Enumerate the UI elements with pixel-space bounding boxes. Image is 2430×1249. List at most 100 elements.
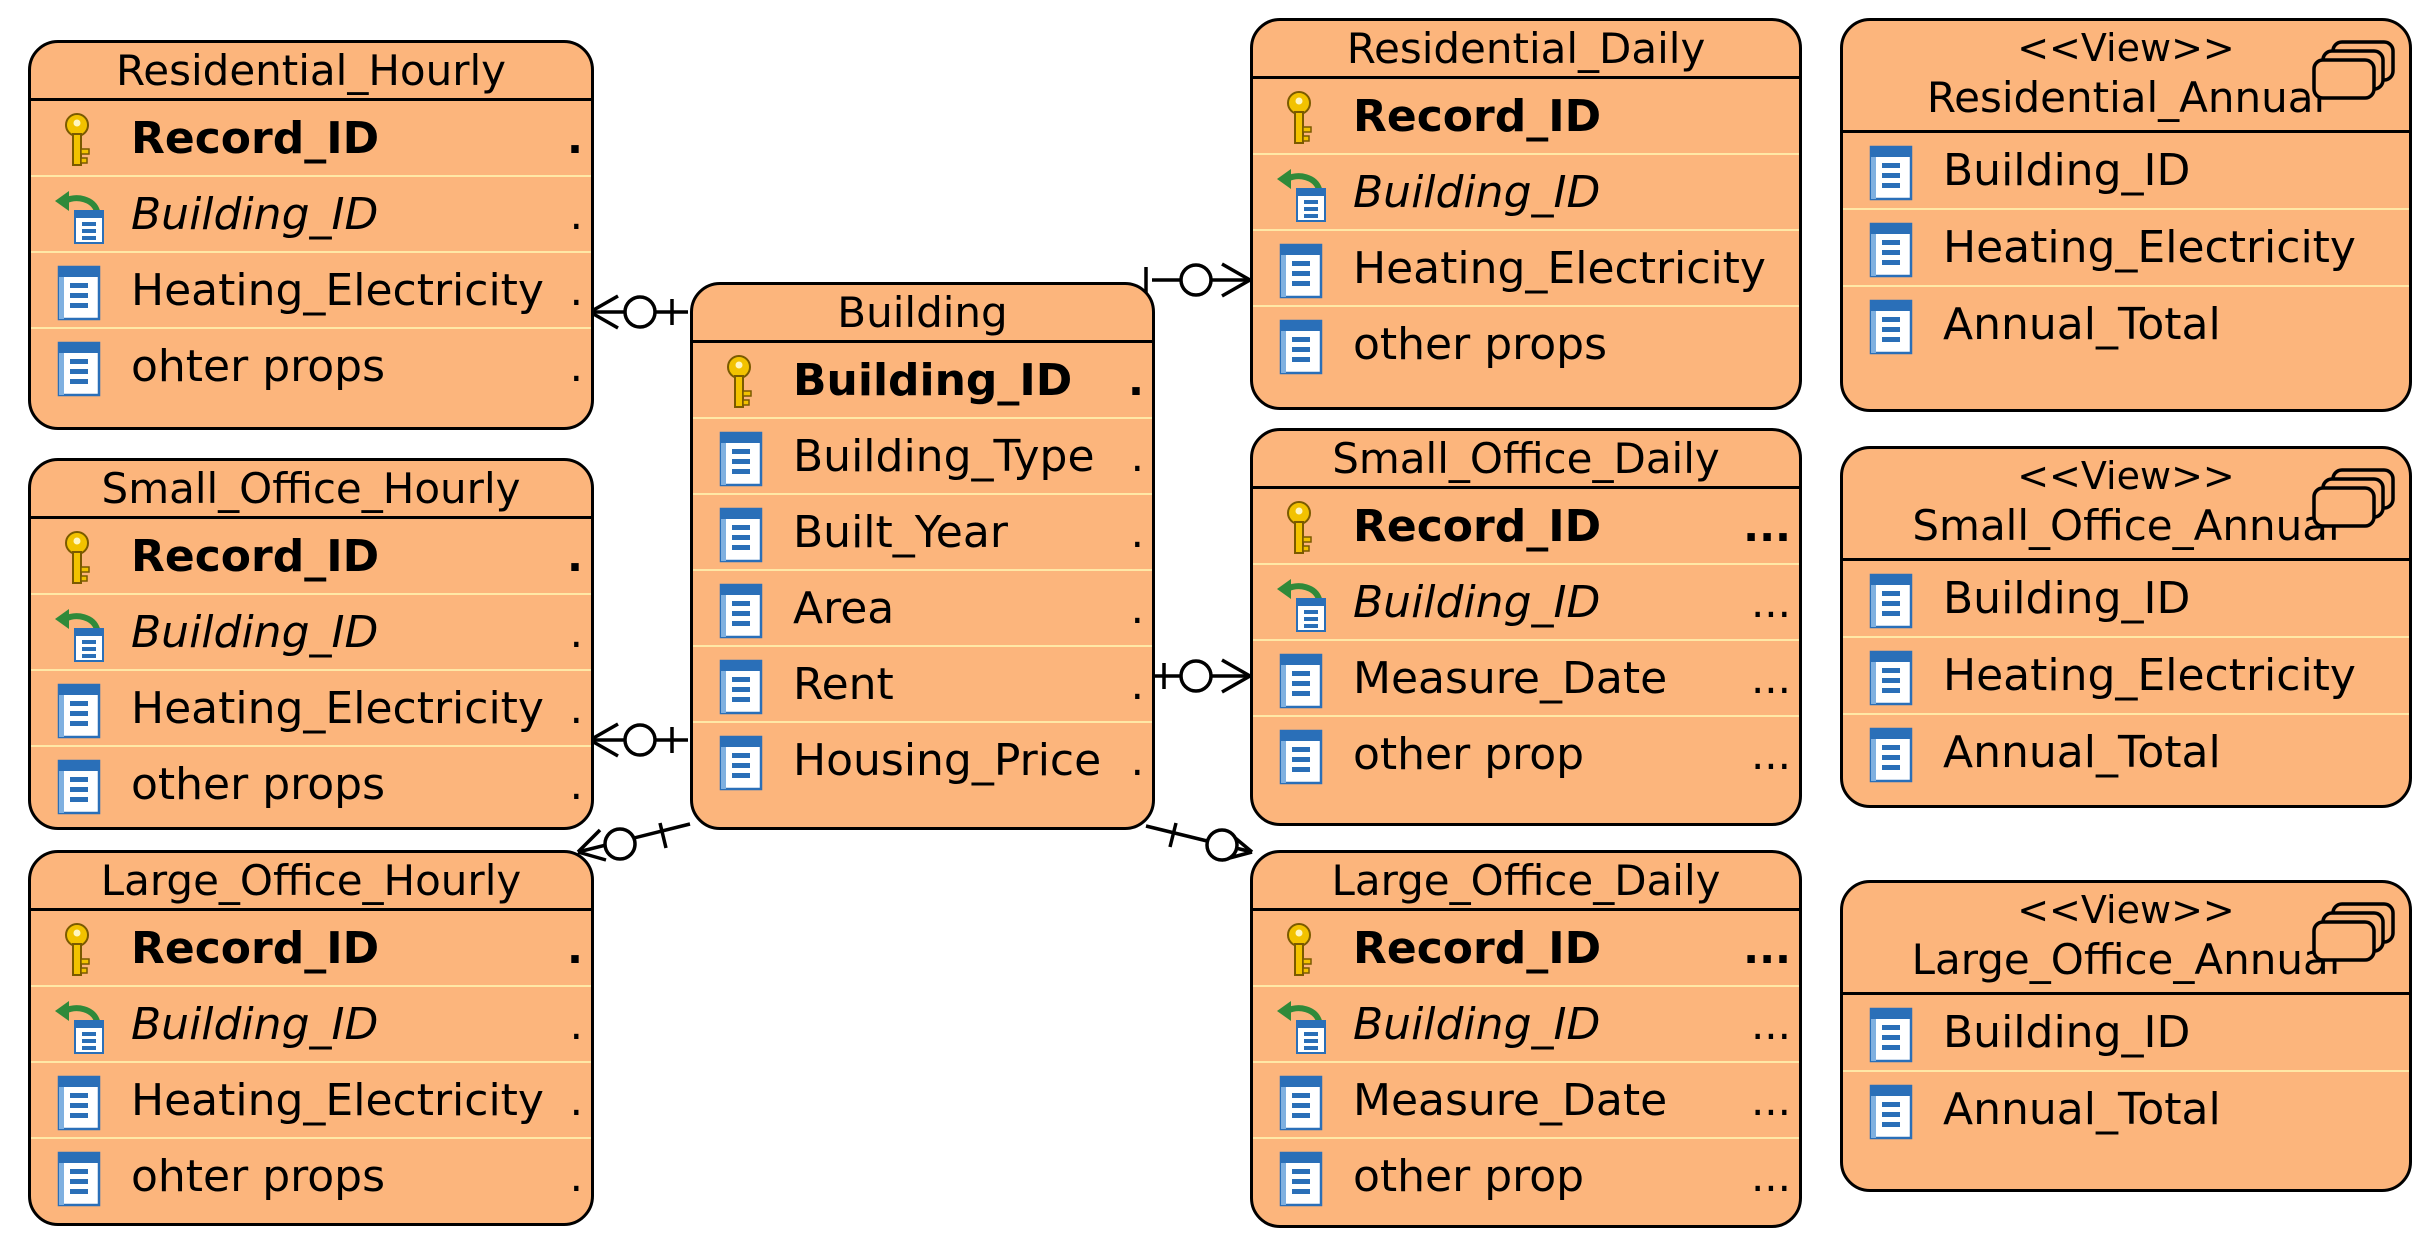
attribute-name: Building_Type — [793, 431, 1095, 482]
attribute-name: other prop — [1353, 1151, 1585, 1202]
rel-residential-hourly — [589, 294, 688, 330]
column-icon — [1275, 317, 1331, 375]
column-icon — [53, 263, 109, 321]
attribute-name: Area — [793, 583, 895, 634]
attribute-type-ellipsis: . — [569, 1000, 583, 1049]
attribute-type-ellipsis: . — [1128, 356, 1144, 405]
attribute-row-heating-electricity[interactable]: Heating_Electricity. — [31, 253, 591, 329]
attribute-row-annual-total[interactable]: Annual_Total — [1843, 715, 2409, 792]
attribute-type-ellipsis: . — [567, 114, 583, 163]
attribute-name: Building_ID — [1353, 577, 1601, 628]
attribute-row-measure-date[interactable]: Measure_Date... — [1253, 1063, 1799, 1139]
foreign-key-icon — [1275, 165, 1331, 223]
attribute-row-building-id[interactable]: Building_ID — [1843, 133, 2409, 210]
entity-small-office-hourly[interactable]: Small_Office_Hourly Record_ID.Building_I… — [28, 458, 594, 830]
attribute-row-building-id[interactable]: Building_ID. — [31, 595, 591, 671]
attribute-row-annual-total[interactable]: Annual_Total — [1843, 287, 2409, 364]
attribute-row-heating-electricity[interactable]: Heating_Electricity — [1843, 638, 2409, 715]
entity-large-office-daily[interactable]: Large_Office_Daily Record_ID...Building_… — [1250, 850, 1802, 1228]
attribute-row-measure-date[interactable]: Measure_Date... — [1253, 641, 1799, 717]
column-icon — [53, 1149, 109, 1207]
entity-title: Residential_Hourly — [31, 43, 591, 101]
attribute-row-building-id[interactable]: Building_ID. — [31, 987, 591, 1063]
entity-title: Small_Office_Daily — [1253, 431, 1799, 489]
attribute-row-heating-electricity[interactable]: Heating_Electricity. — [31, 1063, 591, 1139]
view-large-office-annual[interactable]: <<View>> Large_Office_Annual Building_ID… — [1840, 880, 2412, 1192]
rel-large-office-daily — [1145, 822, 1254, 862]
entity-residential-hourly[interactable]: Residential_Hourly Record_ID.Building_ID… — [28, 40, 594, 430]
attribute-type-ellipsis: . — [1130, 660, 1144, 709]
column-icon — [1865, 648, 1921, 706]
attribute-row-building-type[interactable]: Building_Type. — [693, 419, 1152, 495]
rel-small-office-daily — [1152, 658, 1251, 694]
attribute-row-other-props[interactable]: other props. — [31, 747, 591, 823]
attribute-row-building-id[interactable]: Building_ID. — [31, 177, 591, 253]
column-icon — [715, 733, 771, 791]
view-header: <<View>> Large_Office_Annual — [1843, 883, 2409, 995]
view-header: <<View>> Small_Office_Annual — [1843, 449, 2409, 561]
column-icon — [53, 1073, 109, 1131]
attribute-name: ohter props — [131, 341, 386, 392]
entity-title: Large_Office_Hourly — [31, 853, 591, 911]
attribute-row-record-id[interactable]: Record_ID. — [31, 101, 591, 177]
attribute-row-building-id[interactable]: Building_ID... — [1253, 565, 1799, 641]
foreign-key-icon — [53, 187, 109, 245]
view-header: <<View>> Residential_Annual — [1843, 21, 2409, 133]
attribute-name: Record_ID — [131, 923, 380, 974]
view-title: Small_Office_Annual — [1912, 501, 2340, 550]
view-residential-annual[interactable]: <<View>> Residential_Annual Building_ID H… — [1840, 18, 2412, 412]
attribute-name: Building_ID — [1943, 145, 2191, 196]
attribute-row-ohter-props[interactable]: ohter props. — [31, 1139, 591, 1215]
view-stereotype: <<View>> — [2017, 888, 2235, 932]
attribute-row-other-prop[interactable]: other prop... — [1253, 1139, 1799, 1215]
attribute-type-ellipsis: . — [567, 924, 583, 973]
attribute-type-ellipsis: . — [1130, 584, 1144, 633]
column-icon — [53, 339, 109, 397]
attribute-row-heating-electricity[interactable]: Heating_Electricity. — [31, 671, 591, 747]
entity-building[interactable]: Building Building_ID.Building_Type.Built… — [690, 282, 1155, 830]
attribute-list: Record_ID.Building_ID.Heating_Electricit… — [31, 911, 591, 1215]
attribute-type-ellipsis: . — [1130, 432, 1144, 481]
attribute-row-other-props[interactable]: other props — [1253, 307, 1799, 383]
attribute-name: Record_ID — [1353, 501, 1602, 552]
attribute-row-housing-price[interactable]: Housing_Price. — [693, 723, 1152, 799]
attribute-row-building-id[interactable]: Building_ID... — [1253, 987, 1799, 1063]
view-small-office-annual[interactable]: <<View>> Small_Office_Annual Building_ID… — [1840, 446, 2412, 808]
attribute-type-ellipsis: ... — [1743, 502, 1791, 551]
entity-large-office-hourly[interactable]: Large_Office_Hourly Record_ID.Building_I… — [28, 850, 594, 1226]
view-stack-icon — [2311, 901, 2397, 963]
attribute-name: Building_ID — [1943, 573, 2191, 624]
attribute-row-other-prop[interactable]: other prop... — [1253, 717, 1799, 793]
column-icon — [715, 657, 771, 715]
attribute-row-record-id[interactable]: Record_ID... — [1253, 911, 1799, 987]
attribute-row-record-id[interactable]: Record_ID. — [31, 911, 591, 987]
attribute-row-record-id[interactable]: Record_ID — [1253, 79, 1799, 155]
attribute-row-rent[interactable]: Rent. — [693, 647, 1152, 723]
attribute-name: Heating_Electricity — [131, 683, 544, 734]
attribute-type-ellipsis: . — [569, 684, 583, 733]
view-title: Residential_Annual — [1926, 73, 2326, 122]
column-icon — [1275, 1073, 1331, 1131]
attribute-name: Annual_Total — [1943, 727, 2221, 778]
attribute-row-ohter-props[interactable]: ohter props. — [31, 329, 591, 405]
attribute-row-heating-electricity[interactable]: Heating_Electricity — [1843, 210, 2409, 287]
foreign-key-icon — [1275, 997, 1331, 1055]
attribute-row-built-year[interactable]: Built_Year. — [693, 495, 1152, 571]
attribute-row-building-id[interactable]: Building_ID. — [693, 343, 1152, 419]
column-icon — [1275, 727, 1331, 785]
view-stereotype: <<View>> — [2017, 26, 2235, 70]
attribute-row-building-id[interactable]: Building_ID — [1843, 995, 2409, 1072]
attribute-row-annual-total[interactable]: Annual_Total — [1843, 1072, 2409, 1149]
attribute-row-building-id[interactable]: Building_ID — [1253, 155, 1799, 231]
attribute-row-area[interactable]: Area. — [693, 571, 1152, 647]
attribute-row-record-id[interactable]: Record_ID... — [1253, 489, 1799, 565]
attribute-type-ellipsis: ... — [1750, 1000, 1791, 1049]
rel-large-office-hourly — [576, 822, 691, 862]
attribute-type-ellipsis: . — [569, 1152, 583, 1201]
entity-small-office-daily[interactable]: Small_Office_Daily Record_ID...Building_… — [1250, 428, 1802, 826]
attribute-row-building-id[interactable]: Building_ID — [1843, 561, 2409, 638]
attribute-row-record-id[interactable]: Record_ID. — [31, 519, 591, 595]
attribute-row-heating-electricity[interactable]: Heating_Electricity — [1253, 231, 1799, 307]
